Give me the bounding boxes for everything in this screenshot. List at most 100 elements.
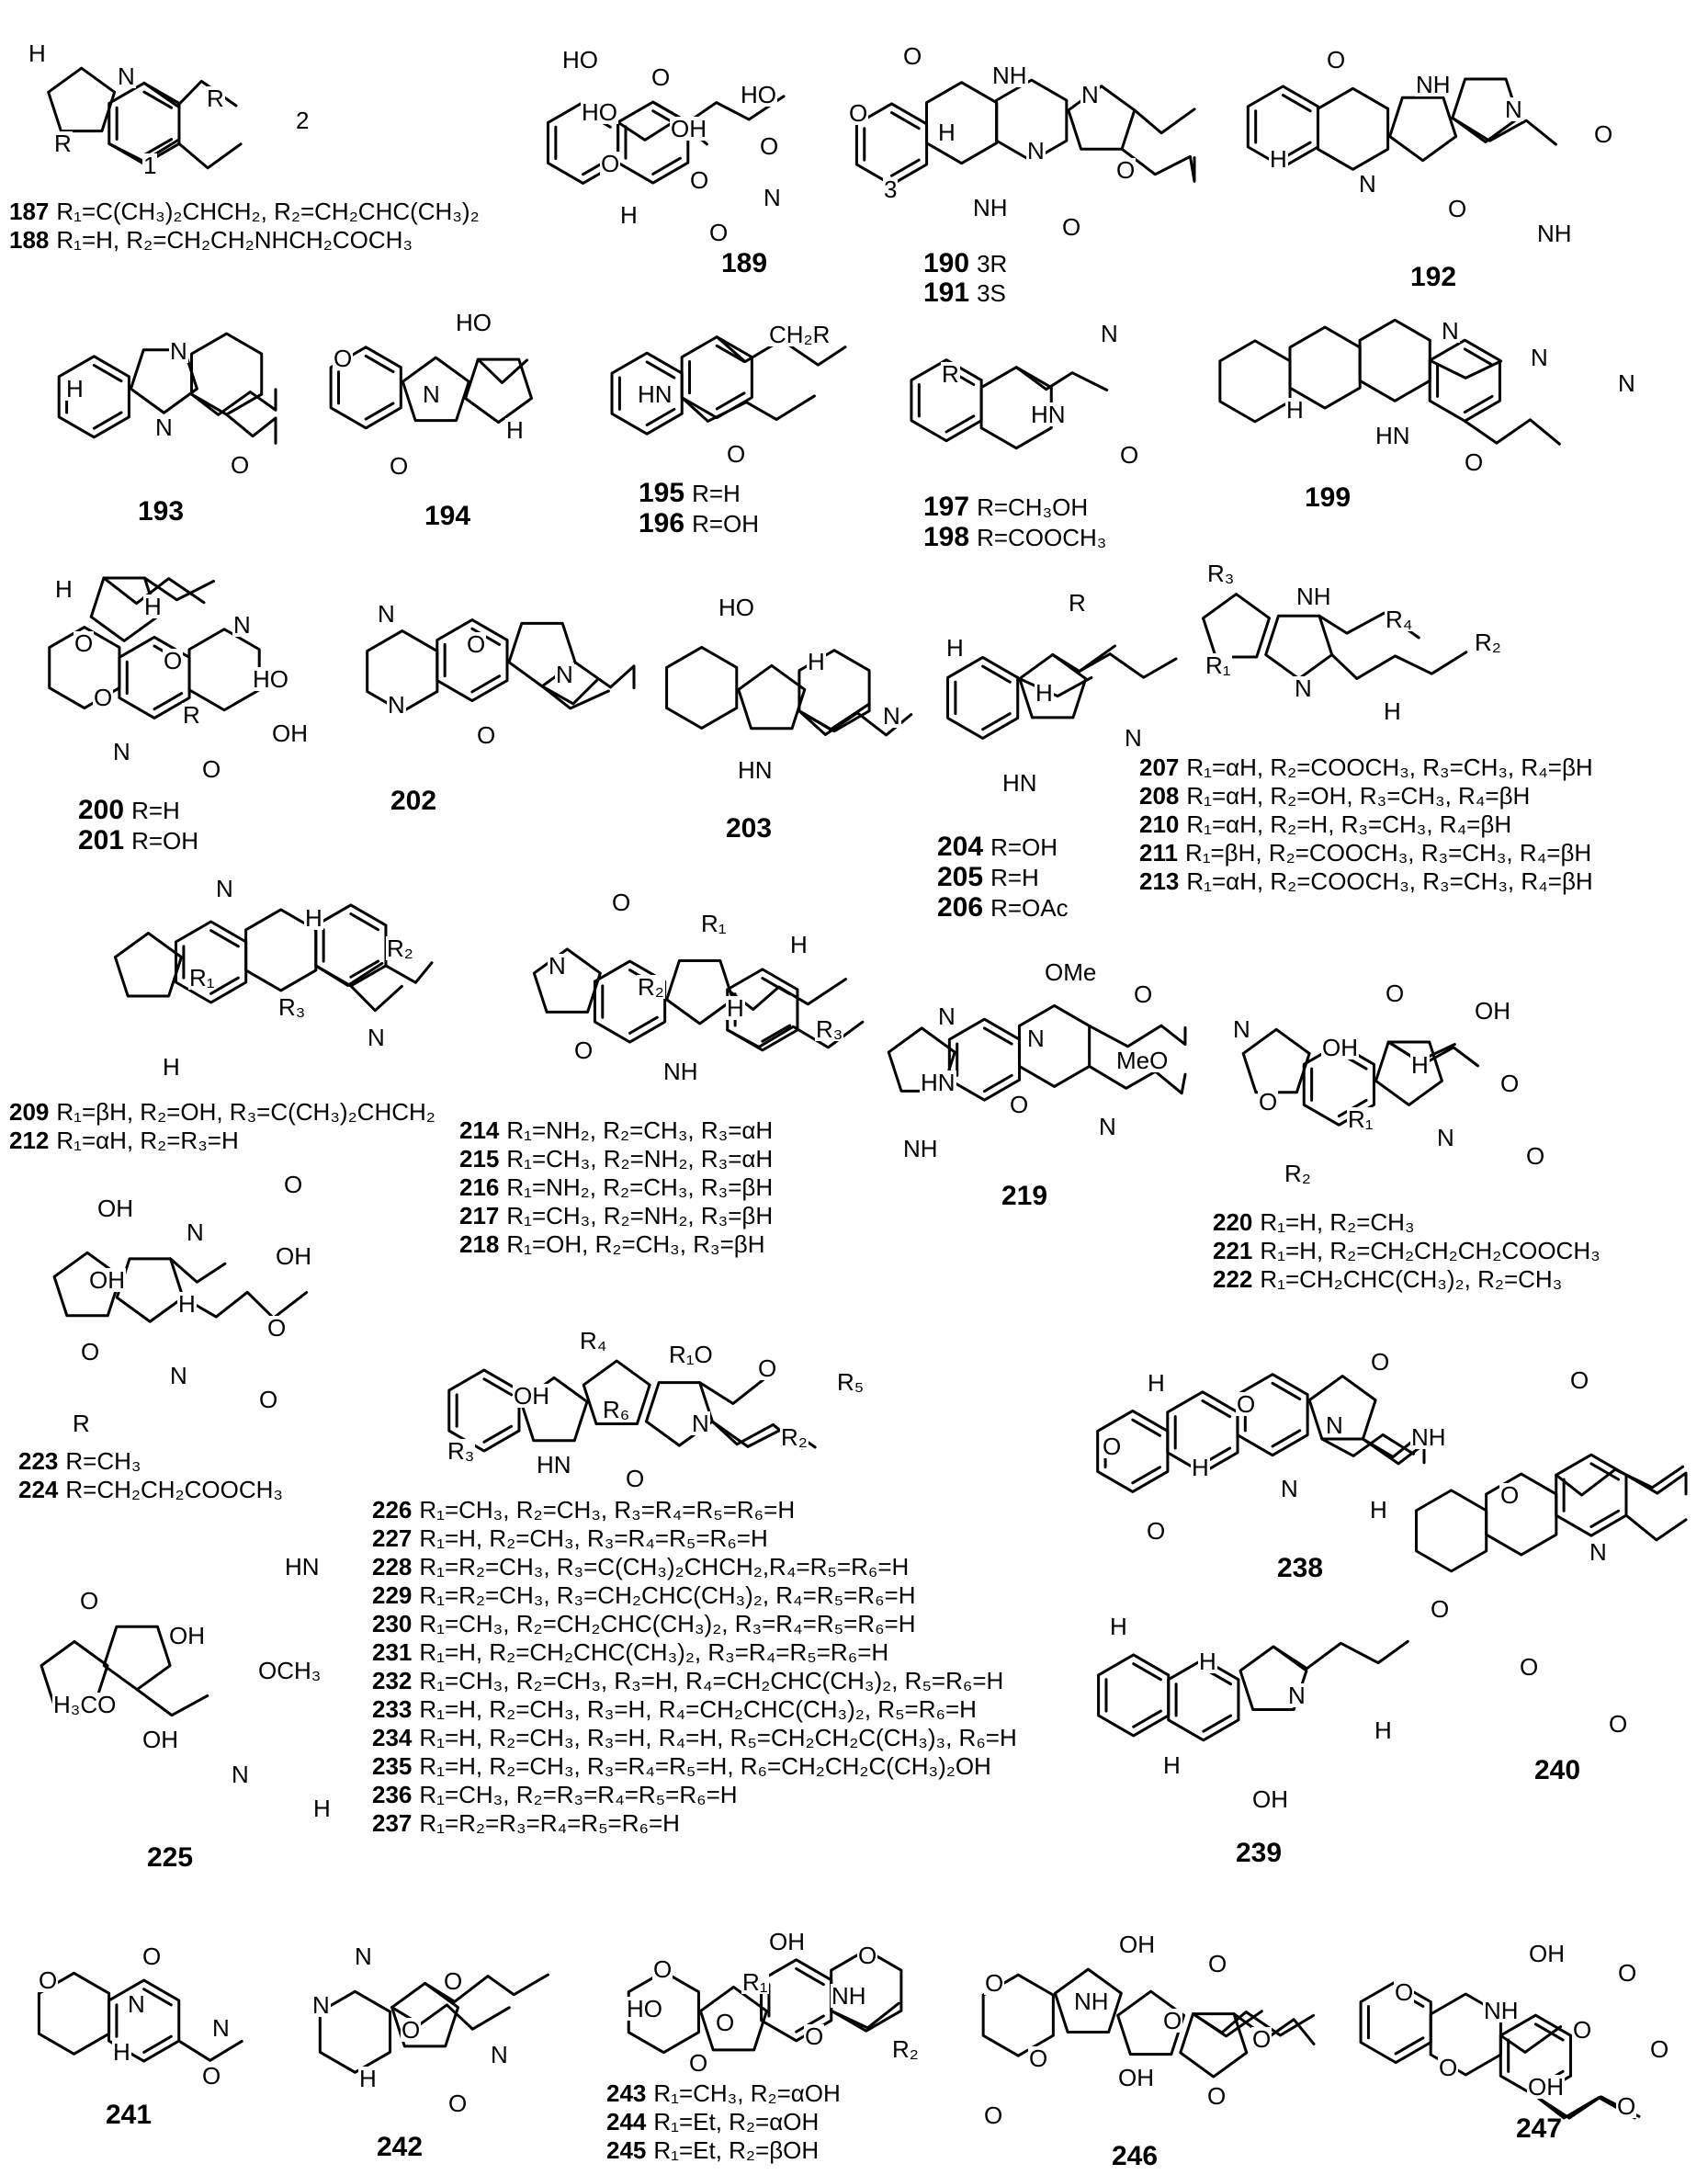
- atom-label: HO: [740, 80, 777, 108]
- compound-number: 194: [424, 501, 470, 532]
- atom-label: O: [759, 132, 780, 160]
- substituent-definition: R₁=αH, R₂=COOCH₃, R₃=CH₃, R₄=βH: [1186, 867, 1593, 895]
- atom-label: H: [1147, 1369, 1166, 1398]
- atom-label: N: [490, 2040, 509, 2068]
- atom-label: R: [182, 701, 201, 730]
- atom-label: NH: [972, 194, 1009, 222]
- compound-number-text: 230: [372, 1610, 413, 1637]
- substituent-definition: R₁=βH, R₂=COOCH₃, R₃=CH₃, R₄=βH: [1184, 839, 1592, 867]
- atom-label: OH: [1321, 1033, 1359, 1061]
- atom-label: H: [726, 993, 745, 1022]
- atom-label: O: [1394, 1977, 1415, 2006]
- compound-number-text: 202: [390, 786, 437, 816]
- atom-label: O: [600, 149, 621, 177]
- atom-label: N: [311, 1991, 331, 2020]
- atom-label: 2: [295, 107, 311, 135]
- substituent-definition: R₁=NH₂, R₂=CH₃, R₃=αH: [506, 1116, 774, 1144]
- atom-label: R₁: [1347, 1105, 1374, 1134]
- atom-label: N: [422, 380, 441, 408]
- atom-label: R₃: [277, 993, 307, 1022]
- compound-number-text: 190: [923, 248, 970, 278]
- atom-label: H: [1285, 395, 1305, 424]
- atom-label: O: [466, 629, 487, 658]
- atom-label: O: [476, 721, 497, 750]
- substituent-definition: R₁=H, R₂=CH₃, R₃=H, R₄=H, R₅=CH₂CH₂C(CH₃…: [419, 1724, 1017, 1751]
- compound-number-text: 204: [937, 832, 984, 862]
- atom-label: H: [505, 416, 525, 445]
- atom-label: R₂: [1474, 629, 1502, 656]
- atom-label: H: [945, 633, 965, 662]
- substituent-definition: R₁=CH₃, R₂=NH₂, R₃=αH: [506, 1145, 774, 1172]
- atom-label: H: [1269, 144, 1288, 173]
- atom-label: OCH₃: [257, 1656, 322, 1684]
- atom-label: O: [1464, 447, 1485, 476]
- substituent-definition: R₁=Et, R₂=βOH: [653, 2136, 820, 2164]
- compound-number: 239: [1236, 1838, 1282, 1869]
- substituent-definition: R₁=αH, R₂=H, R₃=CH₃, R₄=βH: [1186, 810, 1512, 838]
- atom-label: NH: [1536, 219, 1573, 247]
- atom-label: N: [1294, 674, 1313, 703]
- compound-number-text: 226: [372, 1496, 413, 1524]
- atom-label: O: [983, 2101, 1004, 2129]
- compound-number-text: 206: [937, 892, 984, 923]
- atom-label: O: [1569, 1366, 1590, 1395]
- substituent-definition: R₁=CH₃, R₂=αOH: [653, 2079, 841, 2107]
- atom-label: N: [1100, 320, 1119, 347]
- atom-label: O: [1649, 2034, 1670, 2063]
- compound-number-text: 228: [372, 1553, 413, 1580]
- atom-label: NH: [1410, 1423, 1447, 1452]
- substituent-definition: R=CH₂CH₂COOCH₃: [65, 1476, 284, 1503]
- substituent-note: R=OH: [692, 510, 760, 538]
- compound-number-text: 196: [639, 508, 685, 538]
- atom-label: O: [333, 344, 354, 372]
- atom-label: HN: [1374, 422, 1411, 450]
- atom-label: O: [625, 1465, 646, 1493]
- atom-label: R₁: [1205, 651, 1232, 680]
- atom-label: R: [72, 1410, 91, 1437]
- atom-label: O: [1385, 979, 1406, 1007]
- compound-number-text: 213: [1139, 867, 1180, 895]
- substituent-note: 3S: [977, 279, 1006, 307]
- atom-label: O: [1447, 194, 1468, 222]
- atom-label: N: [367, 1023, 386, 1051]
- atom-label: O: [804, 2022, 825, 2050]
- structure-skeleton-238: [1096, 1373, 1426, 1493]
- compound-number-text: 208: [1139, 782, 1180, 810]
- substituent-definition: R₁=H, R₂=CH₂CHC(CH₃)₂, R₃=R₄=R₅=R₆=H: [419, 1638, 889, 1666]
- atom-label: N: [1358, 169, 1377, 198]
- compound-number-text: 243: [606, 2079, 647, 2107]
- compound-number-text: 217: [459, 1202, 500, 1229]
- atom-label: N: [691, 1410, 710, 1438]
- substituent-definition: R₁=H, R₂=CH₂CH₂NHCH₂COCH₃: [56, 226, 413, 254]
- atom-label: N: [387, 691, 406, 719]
- atom-label: N: [169, 1362, 188, 1389]
- atom-label: R₁: [188, 964, 216, 991]
- atom-label: O: [389, 452, 410, 481]
- atom-label: OH: [513, 1381, 550, 1410]
- compound-number-text: 244: [606, 2108, 647, 2135]
- atom-label: N: [112, 737, 131, 765]
- structure-skeleton-203: [665, 645, 913, 737]
- compound-number-text: 247: [1516, 2113, 1563, 2144]
- substituent-definition: R₁=H, R₂=CH₃: [1260, 1208, 1415, 1236]
- atom-label: HN: [1030, 401, 1067, 428]
- compound-number-text: 205: [937, 862, 984, 892]
